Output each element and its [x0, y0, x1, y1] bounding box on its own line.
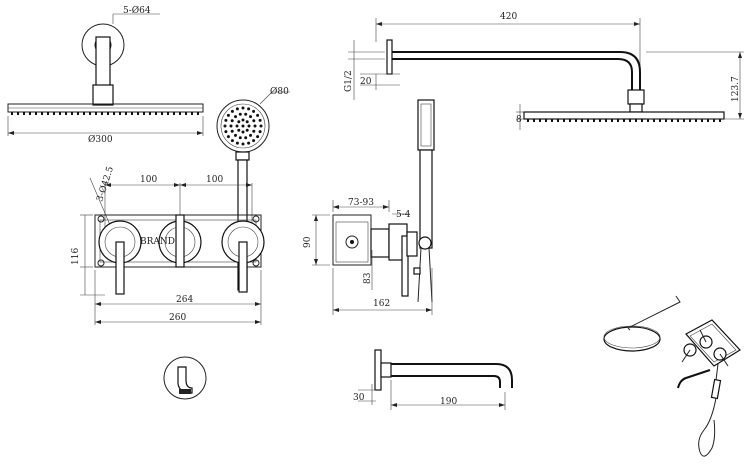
spray-dot	[235, 107, 239, 111]
spray-dot	[247, 124, 251, 128]
spray-dot	[247, 107, 251, 111]
spray-dot	[244, 112, 248, 116]
head-thickness-dim: 8	[516, 115, 522, 125]
spray-dot	[241, 118, 245, 122]
spacing-b-dim: 100	[206, 175, 223, 185]
spout-30-dim: 30	[353, 393, 365, 403]
spray-dot	[224, 118, 228, 122]
arm-20-dim: 20	[360, 77, 372, 87]
spray-dot	[245, 120, 249, 124]
isometric-assembly	[603, 295, 741, 457]
spray-dot	[230, 119, 234, 123]
height-83-dim: 83	[363, 272, 373, 284]
width-264-dim: 264	[176, 295, 193, 305]
spray-dot	[230, 129, 234, 133]
spacing-a-dim: 100	[140, 175, 157, 185]
height-116-dim: 116	[71, 248, 81, 265]
spray-dot	[252, 139, 256, 143]
brand-mark: BRAND	[140, 237, 175, 247]
spray-dot	[230, 109, 234, 113]
spray-dot	[256, 113, 260, 117]
spray-dot	[229, 124, 233, 128]
thread-dim: G1/2	[344, 70, 354, 92]
spray-dot	[252, 109, 256, 113]
spray-dot	[223, 124, 227, 128]
spray-dot	[234, 115, 237, 119]
rain-head-side	[7, 103, 204, 136]
spout-front-view	[163, 356, 207, 400]
spray-dot	[247, 141, 251, 145]
spray-dot	[258, 130, 262, 134]
spray-dot	[237, 120, 241, 124]
spray-dot	[259, 124, 263, 128]
side-162-dim: 162	[373, 299, 390, 309]
spray-dot	[230, 139, 234, 143]
spray-dot	[238, 136, 242, 140]
spray-dot	[245, 128, 249, 132]
spout-190-dim: 190	[440, 397, 457, 407]
shower-arm-top-view	[81, 13, 160, 106]
spray-dot	[241, 106, 245, 110]
spray-dot	[249, 133, 252, 137]
hand-dia-dim: Ø80	[270, 86, 289, 97]
spray-dot	[258, 118, 262, 122]
spray-dot	[244, 136, 248, 140]
shower-arm-side-view	[348, 18, 744, 130]
drop-dim: 123.7	[731, 76, 741, 102]
valve-dia-dim: 3-Ø42.5	[94, 165, 116, 203]
spray-dot	[235, 124, 239, 128]
spray-dot	[238, 112, 242, 116]
spray-dot	[226, 113, 230, 117]
valve-front-view	[80, 177, 265, 325]
spray-dot	[226, 135, 230, 139]
arm-flange-dim: 5-Ø64	[123, 5, 151, 16]
spray-dot	[252, 119, 256, 123]
spray-dot	[234, 133, 237, 137]
depth-dim: 73-93	[348, 198, 374, 208]
spray-dot	[237, 128, 241, 132]
arm-length-dim: 420	[500, 12, 517, 22]
spray-dot	[241, 124, 245, 128]
spout-side-view	[358, 349, 513, 410]
gap-dim: 5-4	[396, 210, 411, 220]
spray-dot	[241, 130, 245, 134]
spray-dot	[256, 135, 260, 139]
spray-dot	[224, 130, 228, 134]
spray-dot	[253, 124, 257, 128]
spray-dot	[235, 141, 239, 145]
height-90-dim: 90	[303, 236, 313, 248]
spray-dot	[241, 142, 245, 146]
width-260-dim: 260	[169, 313, 186, 323]
spray-dot	[252, 129, 256, 133]
spray-dot	[249, 115, 252, 119]
valve-side-view	[312, 99, 435, 315]
head-dia-dim: Ø300	[88, 134, 113, 145]
